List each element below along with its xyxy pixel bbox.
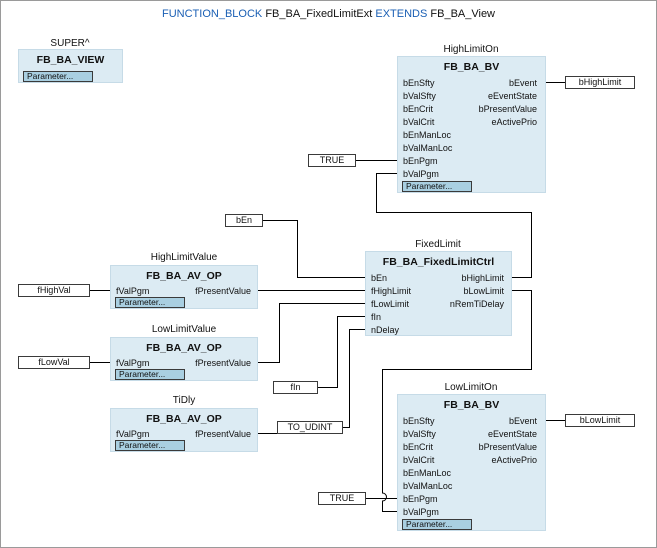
fixed-limit-input-pin: nDelay (371, 325, 400, 335)
low-limit-value-block[interactable]: FB_BA_AV_OP fValPgm fPresentValue Parame… (110, 337, 258, 381)
high-limit-on-output-pin: bEvent (508, 78, 537, 88)
wire-blowlimit-to-low-bvalpgm (382, 290, 532, 512)
low-limit-on-output-pin: bEvent (508, 416, 537, 426)
high-limit-on-block[interactable]: FB_BA_BV bEnSfty bValSfty bEnCrit bValCr… (397, 56, 546, 193)
low-limit-on-input-pin: bValSfty (403, 429, 436, 439)
variable-b-low-limit[interactable]: bLowLimit (565, 414, 635, 427)
fixed-limit-input-pin: fLowLimit (371, 299, 410, 309)
high-limit-on-output-pin: eEventState (487, 91, 537, 101)
high-limit-on-input-pin: bValSfty (403, 91, 436, 101)
high-limit-on-type-label: FB_BA_BV (443, 61, 500, 73)
low-limit-on-input-pin: bEnSfty (403, 416, 435, 426)
ti-dly-parameter-button[interactable]: Parameter... (115, 440, 185, 451)
low-limit-on-type-label: FB_BA_BV (443, 399, 500, 411)
high-limit-value-block[interactable]: FB_BA_AV_OP fValPgm fPresentValue Parame… (110, 265, 258, 309)
wire-toudint-to-ndelay (343, 329, 365, 428)
high-limit-on-output-pin: bPresentValue (478, 104, 537, 114)
high-limit-value-type-label: FB_BA_AV_OP (146, 270, 222, 282)
variable-f-low-val[interactable]: fLowVal (18, 356, 90, 369)
variable-f-high-val[interactable]: fHighVal (18, 284, 90, 297)
fixed-limit-input-pin: fHighLimit (371, 286, 412, 296)
fixed-limit-output-pin: bLowLimit (463, 286, 504, 296)
high-limit-value-output-pin: fPresentValue (195, 286, 251, 296)
fixed-limit-output-pin: bHighLimit (461, 273, 504, 283)
high-limit-value-parameter-button[interactable]: Parameter... (115, 297, 185, 308)
high-limit-on-instance-label: HighLimitOn (443, 44, 499, 55)
wire-bhighlimit-to-high-bvalpgm (376, 173, 532, 278)
ti-dly-instance-label: TiDly (172, 395, 196, 406)
low-limit-on-output-pin: bPresentValue (478, 442, 537, 452)
high-limit-on-input-pin: bValManLoc (403, 143, 453, 153)
low-limit-on-input-pin: bEnManLoc (403, 468, 452, 478)
fixed-limit-type-label: FB_BA_FixedLimitCtrl (382, 256, 495, 268)
wire-llv-to-flowlimit (258, 303, 365, 363)
ti-dly-block[interactable]: FB_BA_AV_OP fValPgm fPresentValue Parame… (110, 408, 258, 452)
variable-b-en[interactable]: bEn (225, 214, 263, 227)
low-limit-on-input-pin: bValCrit (403, 455, 435, 465)
low-limit-value-output-pin: fPresentValue (195, 358, 251, 368)
constant-true-high[interactable]: TRUE (308, 154, 356, 167)
high-limit-on-input-pin: bValPgm (403, 169, 439, 179)
function-to-udint[interactable]: TO_UDINT (277, 421, 343, 434)
low-limit-on-input-pin: bValManLoc (403, 481, 453, 491)
function-block-name: FB_BA_FixedLimitExt (265, 8, 373, 20)
high-limit-on-input-pin: bEnPgm (403, 156, 438, 166)
high-limit-on-parameter-button[interactable]: Parameter... (402, 181, 472, 192)
ti-dly-type-label: FB_BA_AV_OP (146, 413, 222, 425)
wire-ben-to-fixed-ben (263, 220, 365, 278)
ti-dly-input-pin: fValPgm (116, 429, 150, 439)
fixed-limit-instance-label: FixedLimit (415, 239, 461, 250)
high-limit-on-output-pin: eActivePrio (491, 117, 537, 127)
page-title: FUNCTION_BLOCK FB_BA_FixedLimitExt EXTEN… (1, 8, 656, 20)
ti-dly-output-pin: fPresentValue (195, 429, 251, 439)
low-limit-on-output-pin: eActivePrio (491, 455, 537, 465)
fixed-limit-input-pin: bEn (371, 273, 388, 283)
low-limit-on-input-pin: bValPgm (403, 507, 439, 517)
keyword-extends: EXTENDS (375, 8, 428, 20)
constant-true-low[interactable]: TRUE (318, 492, 366, 505)
low-limit-on-instance-label: LowLimitOn (444, 382, 498, 393)
low-limit-value-instance-label: LowLimitValue (151, 324, 217, 335)
low-limit-on-block[interactable]: FB_BA_BV bEnSfty bValSfty bEnCrit bValCr… (397, 394, 546, 531)
low-limit-value-type-label: FB_BA_AV_OP (146, 342, 222, 354)
high-limit-on-input-pin: bValCrit (403, 117, 435, 127)
low-limit-value-parameter-button[interactable]: Parameter... (115, 369, 185, 380)
super-parameter-button[interactable]: Parameter... (23, 71, 93, 82)
variable-b-high-limit[interactable]: bHighLimit (565, 76, 635, 89)
keyword-function-block: FUNCTION_BLOCK (162, 8, 263, 20)
wire-fin-to-fixed-fin (318, 316, 365, 388)
super-instance-label: SUPER^ (50, 38, 90, 49)
fixed-limit-output-pin: nRemTiDelay (449, 299, 504, 309)
low-limit-on-output-pin: eEventState (487, 429, 537, 439)
variable-f-in[interactable]: fIn (273, 381, 318, 394)
super-type-label: FB_BA_VIEW (36, 54, 105, 66)
low-limit-value-input-pin: fValPgm (116, 358, 150, 368)
low-limit-on-input-pin: bEnCrit (403, 442, 434, 452)
low-limit-on-input-pin: bEnPgm (403, 494, 438, 504)
low-limit-on-parameter-button[interactable]: Parameter... (402, 519, 472, 530)
base-block-name: FB_BA_View (430, 8, 495, 20)
high-limit-on-input-pin: bEnSfty (403, 78, 435, 88)
fixed-limit-input-pin: fIn (371, 312, 382, 322)
super-block[interactable]: FB_BA_VIEW Parameter... (18, 49, 123, 83)
high-limit-on-input-pin: bEnCrit (403, 104, 434, 114)
high-limit-value-input-pin: fValPgm (116, 286, 150, 296)
fixed-limit-block[interactable]: FB_BA_FixedLimitCtrl bEn fHighLimit fLow… (365, 251, 512, 336)
high-limit-value-instance-label: HighLimitValue (150, 252, 218, 263)
high-limit-on-input-pin: bEnManLoc (403, 130, 452, 140)
